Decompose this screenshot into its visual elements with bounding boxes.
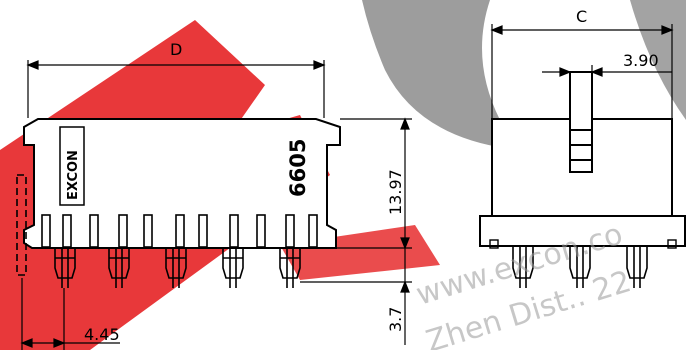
front-dimensions — [20, 60, 412, 350]
side-dimensions — [490, 24, 674, 118]
dim-c-label: C — [576, 7, 587, 26]
dim-body-height-label: 13.97 — [386, 169, 405, 215]
dim-offset-label: 3.90 — [623, 51, 659, 70]
part-number: 6605 — [286, 139, 310, 197]
dim-pitch-label: 4.45 — [84, 325, 120, 344]
side-latch — [569, 71, 593, 173]
side-pins — [512, 246, 648, 288]
excon-logo: EXCON — [59, 126, 85, 206]
front-pins — [54, 248, 301, 288]
red-wedge-shape — [280, 225, 440, 280]
front-view — [16, 118, 341, 288]
side-body-outline — [479, 118, 686, 247]
side-view — [479, 71, 686, 288]
dim-pin-length-label: 3.7 — [386, 307, 405, 332]
dim-d-label: D — [170, 40, 182, 59]
front-dashed-post — [16, 174, 27, 276]
logo-text: EXCON — [66, 150, 81, 200]
grey-arc-shape — [362, 0, 520, 150]
front-slots — [41, 214, 318, 248]
